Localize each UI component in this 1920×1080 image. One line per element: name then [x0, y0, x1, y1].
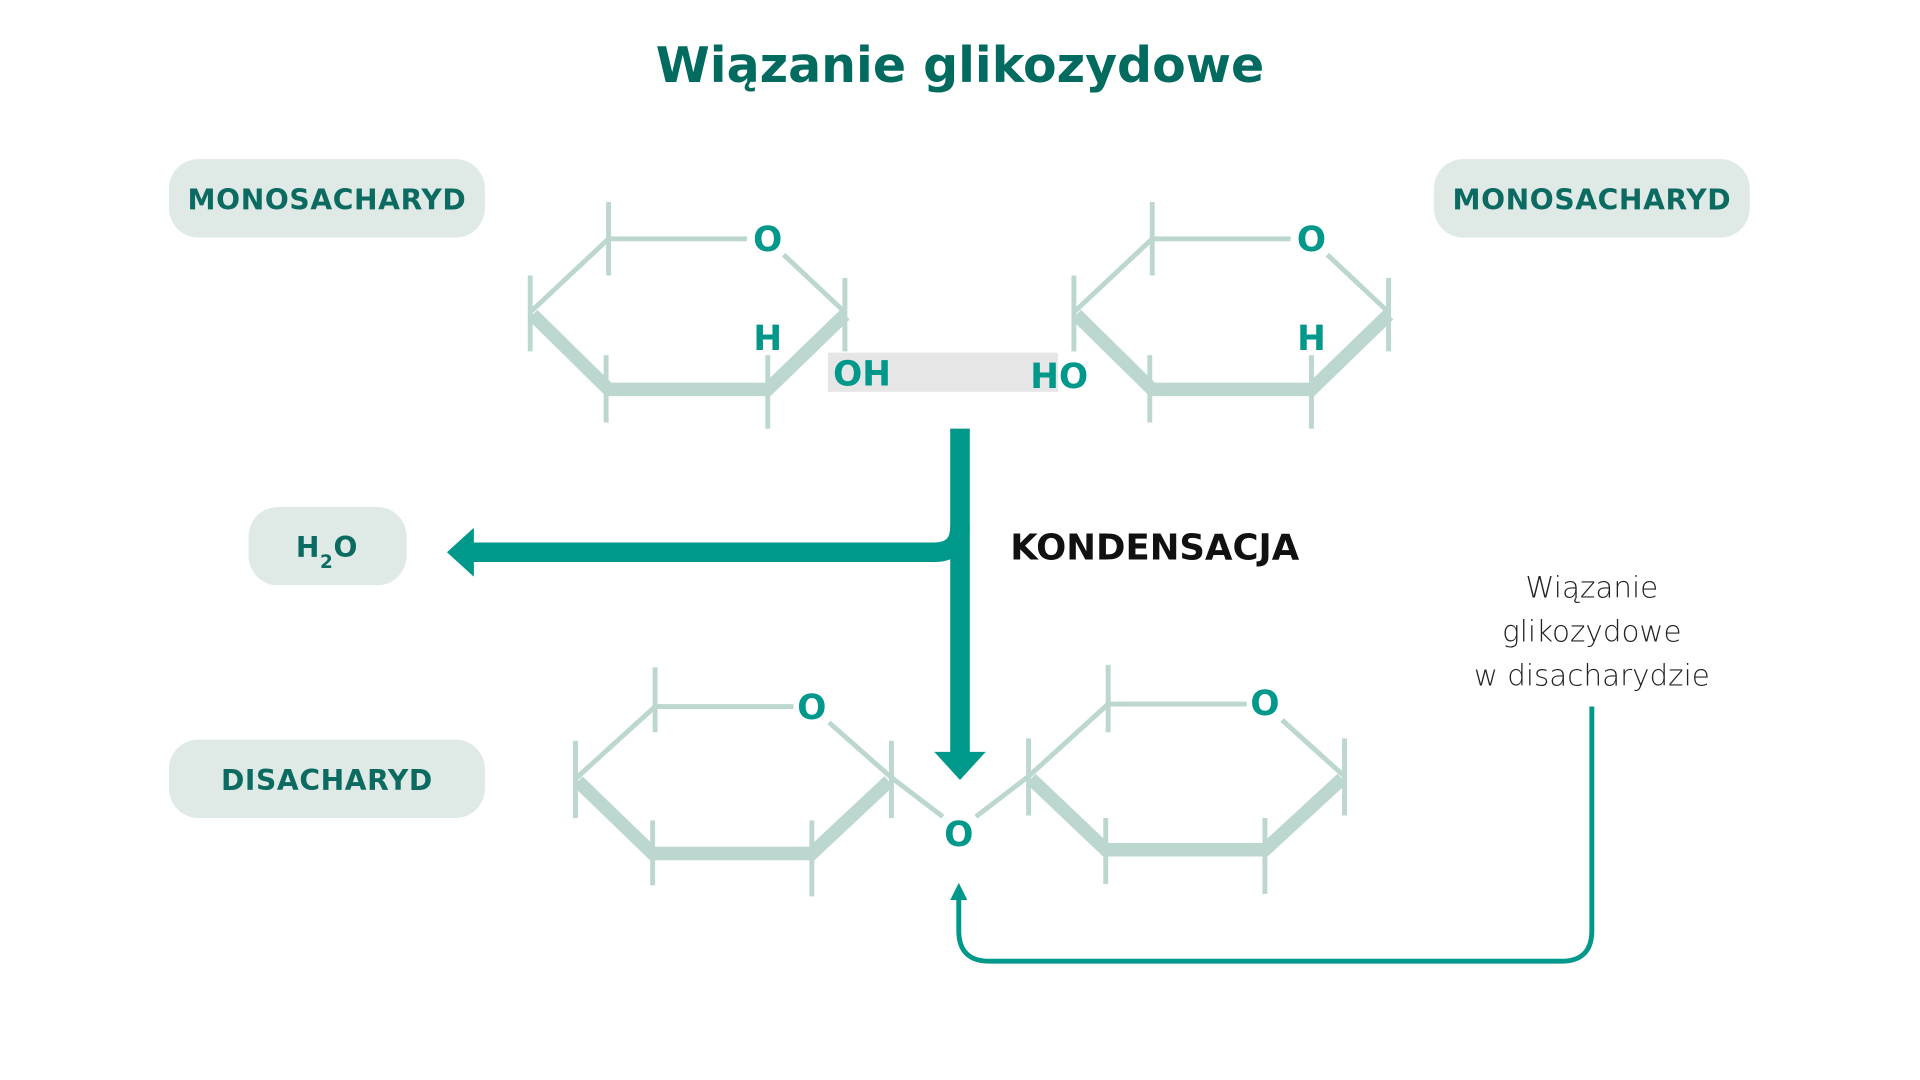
monosaccharide-left-label: MONOSACHARYD [168, 159, 485, 238]
svg-text:O: O [797, 688, 826, 728]
condensation-arrow [446, 428, 986, 780]
condensation-label: KONDENSACJA [1010, 528, 1300, 569]
svg-text:glikozydowe: glikozydowe [1502, 615, 1681, 649]
disaccharide-ring-left: O [573, 667, 894, 897]
glycosidic-bond-annotation: Wiązanie glikozydowe w disacharydzie [1474, 571, 1710, 693]
annotation-pointer-arrow [950, 706, 1595, 964]
svg-text:H: H [1297, 319, 1326, 359]
svg-text:DISACHARYD: DISACHARYD [221, 764, 433, 797]
reaction-highlight [827, 352, 1058, 392]
hydroxyl-right: HO [1030, 357, 1088, 397]
monosaccharide-ring-left: O H [527, 202, 850, 429]
svg-text:w disacharydzie: w disacharydzie [1474, 659, 1710, 693]
water-label: H2O [248, 506, 407, 586]
svg-text:MONOSACHARYD: MONOSACHARYD [188, 183, 467, 216]
svg-text:Wiązanie: Wiązanie [1525, 571, 1658, 605]
monosaccharide-ring-right: O H [1071, 202, 1394, 429]
svg-text:O: O [944, 815, 973, 855]
svg-text:MONOSACHARYD: MONOSACHARYD [1452, 183, 1731, 216]
page-title: Wiązanie glikozydowe [656, 37, 1264, 94]
hydroxyl-left: OH [833, 355, 891, 395]
svg-text:H: H [753, 319, 782, 359]
glycosidic-oxygen: O [889, 774, 1031, 855]
svg-text:H2O: H2O [296, 531, 358, 573]
svg-text:O: O [1297, 220, 1326, 260]
svg-text:O: O [753, 220, 782, 260]
disaccharide-label: DISACHARYD [168, 739, 485, 818]
disaccharide-ring-right: O [1026, 664, 1347, 894]
svg-text:O: O [1250, 684, 1279, 724]
monosaccharide-right-label: MONOSACHARYD [1433, 159, 1750, 238]
